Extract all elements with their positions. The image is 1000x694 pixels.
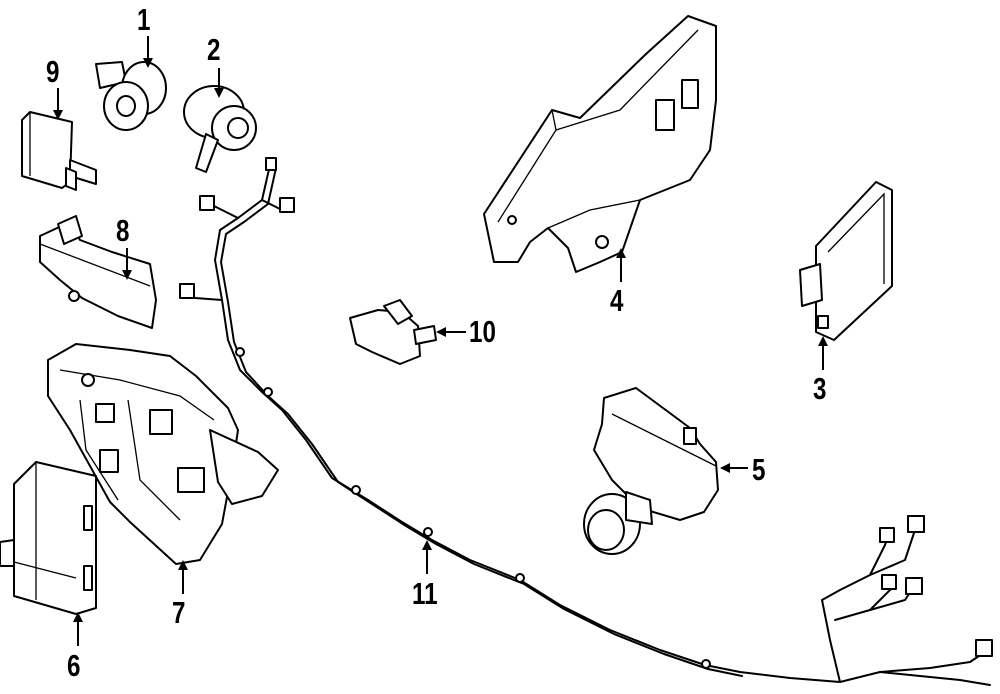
callout-4: 4: [610, 283, 624, 318]
callout-11: 11: [412, 576, 438, 611]
part-9-module: [21, 111, 97, 191]
callout-5: 5: [752, 452, 766, 487]
callout-8: 8: [116, 213, 130, 248]
callout-9: 9: [46, 54, 60, 89]
callout-3: 3: [813, 371, 827, 406]
callout-10: 10: [469, 314, 496, 349]
part-2-sensor: [183, 85, 257, 173]
part-6-control-module: [0, 461, 97, 615]
callout-arrows: [53, 36, 828, 646]
part-4-bracket: [483, 15, 717, 273]
part-5-camera: [583, 387, 719, 555]
part-1-sensor: [95, 61, 167, 131]
part-11-wiring-harness: [179, 157, 993, 686]
part-8-bracket: [39, 215, 157, 329]
part-3-module: [799, 181, 893, 341]
callout-2: 2: [207, 32, 221, 67]
part-10-switch: [349, 299, 437, 365]
callout-1: 1: [137, 2, 151, 37]
part-7-junction-block: [47, 343, 279, 565]
callout-6: 6: [67, 648, 81, 683]
callout-7: 7: [172, 595, 186, 630]
